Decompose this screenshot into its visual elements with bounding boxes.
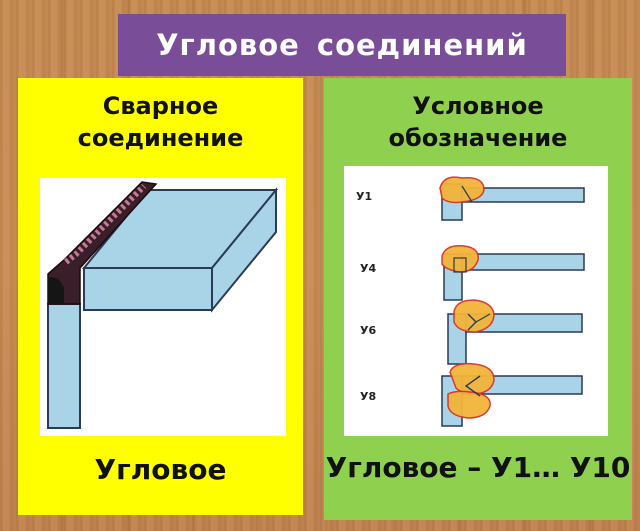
symbol-panel: Условное обозначение У1 У4 У6 У8 bbox=[324, 78, 632, 520]
symbol-u1 bbox=[439, 176, 585, 221]
horizontal-plate-front bbox=[83, 267, 213, 311]
weld-ripples bbox=[64, 183, 147, 265]
symbol-label-u4: У4 bbox=[360, 262, 377, 275]
symbol-u4 bbox=[441, 244, 585, 301]
horizontal-plate-side bbox=[211, 187, 277, 313]
welded-joint-panel: Сварное соединение Угловое bbox=[18, 78, 303, 515]
welded-joint-heading: Сварное соединение bbox=[77, 92, 244, 152]
symbol-heading: Условное обозначение bbox=[388, 92, 568, 152]
weld-root bbox=[48, 277, 64, 304]
corner-joint-illustration bbox=[47, 181, 279, 429]
symbol-label-u8: У8 bbox=[360, 390, 377, 403]
page-title: Угловое соединений bbox=[118, 14, 566, 76]
welded-joint-footer: Угловое bbox=[94, 453, 227, 486]
weld-symbol-diagrams bbox=[439, 176, 585, 427]
symbol-u8 bbox=[441, 362, 583, 427]
symbol-label-u1: У1 bbox=[356, 190, 373, 203]
symbol-u6 bbox=[447, 299, 583, 365]
welded-joint-figure bbox=[40, 178, 286, 436]
vertical-plate-front bbox=[47, 303, 81, 429]
symbol-footer: Угловое – У1… У10 bbox=[325, 451, 631, 484]
symbol-label-u6: У6 bbox=[360, 324, 377, 337]
symbol-figure: У1 У4 У6 У8 bbox=[344, 166, 608, 436]
